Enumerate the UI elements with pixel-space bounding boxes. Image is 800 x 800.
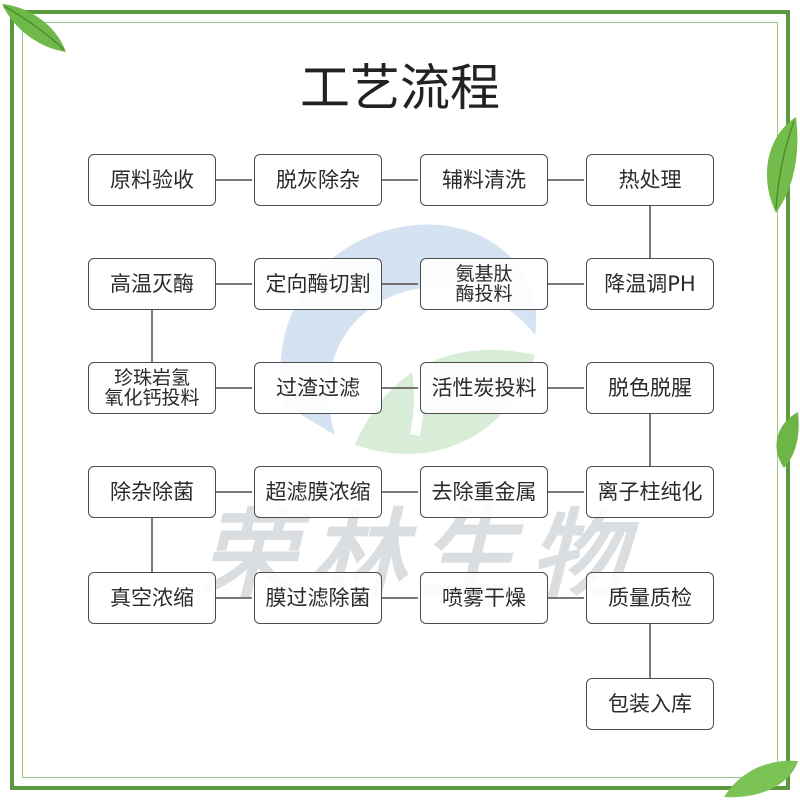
step-impurity-sterilization: 除杂除菌 [88, 466, 216, 518]
step-deash-impurity-removal: 脱灰除杂 [254, 154, 382, 206]
step-ultrafiltration-concentration: 超滤膜浓缩 [254, 466, 382, 518]
inner-frame [22, 22, 778, 778]
step-perlite-calcium-hydroxide-dosing: 珍珠岩氢 氧化钙投料 [88, 362, 216, 414]
leaf-right-lower-icon [776, 412, 799, 468]
step-heavy-metal-removal: 去除重金属 [420, 466, 548, 518]
leaf-top-left-icon [2, 4, 66, 52]
step-heat-treatment: 热处理 [586, 154, 714, 206]
step-vacuum-concentration: 真空浓缩 [88, 572, 216, 624]
step-raw-material-acceptance: 原料验收 [88, 154, 216, 206]
step-auxiliary-washing: 辅料清洗 [420, 154, 548, 206]
step-ion-column-purification: 离子柱纯化 [586, 466, 714, 518]
step-spray-drying: 喷雾干燥 [420, 572, 548, 624]
step-aminopeptidase-dosing: 氨基肽 酶投料 [420, 258, 548, 310]
outer-frame [10, 10, 790, 790]
step-residue-filtration: 过渣过滤 [254, 362, 382, 414]
leaf-right-upper-icon [766, 117, 798, 213]
step-packaging-storage: 包装入库 [586, 678, 714, 730]
step-membrane-filter-sterilization: 膜过滤除菌 [254, 572, 382, 624]
step-decolor-deodorize: 脱色脱腥 [586, 362, 714, 414]
step-quality-inspection: 质量质检 [586, 572, 714, 624]
step-directed-enzyme-cleavage: 定向酶切割 [254, 258, 382, 310]
leaf-bottom-right-icon [724, 760, 798, 798]
step-cool-adjust-ph: 降温调PH [586, 258, 714, 310]
step-high-temp-enzyme-inactivation: 高温灭酶 [88, 258, 216, 310]
page-title: 工艺流程 [300, 59, 500, 117]
step-activated-carbon-dosing: 活性炭投料 [420, 362, 548, 414]
